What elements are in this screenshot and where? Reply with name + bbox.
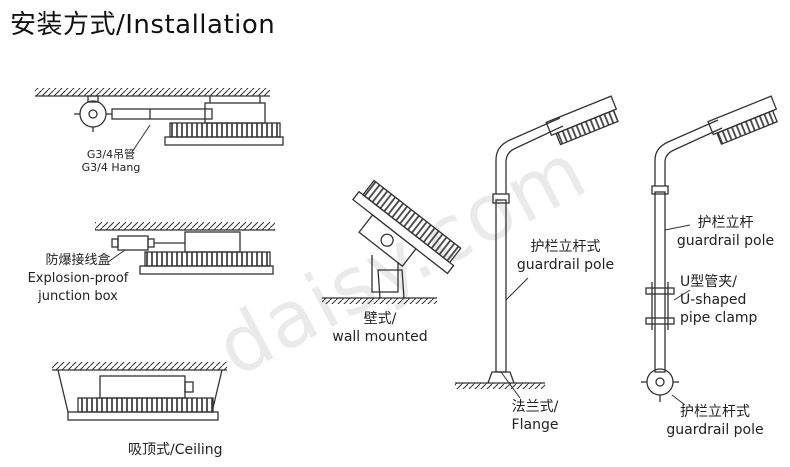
pole3-label-cn: 护栏立杆式 — [680, 404, 750, 420]
flange-pole-mount — [455, 95, 619, 399]
junction-label: 防爆接线盒 Explosion-proof junction box — [18, 252, 138, 306]
junction-box-mount — [95, 222, 275, 275]
ceiling-mount — [52, 362, 227, 421]
junction-label-en2: junction box — [38, 289, 118, 304]
pole2-label-en: guardrail pole — [676, 233, 775, 249]
flange-label: 法兰式/ Flange — [500, 398, 570, 434]
clamp-label-en2: pipe clamp — [680, 310, 758, 326]
wall-label-en: wall mounted — [332, 329, 428, 345]
clamp-label: U型管夹/ U-shaped pipe clamp — [680, 273, 757, 327]
pole-label-en: guardrail pole — [516, 257, 615, 273]
ceiling-label: 吸顶式/Ceiling — [128, 442, 223, 458]
flange-label-cn: 法兰式/ — [511, 399, 559, 415]
pole-label-cn: 护栏立杆式 — [530, 239, 601, 255]
hang-label-cn: G3/4吊管 — [86, 148, 136, 161]
junction-label-cn: 防爆接线盒 — [45, 253, 111, 268]
hang-label: G3/4吊管 G3/4 Hang — [66, 148, 156, 174]
hang-label-en: G3/4 Hang — [81, 161, 141, 174]
pole2-label-cn: 护栏立杆 — [697, 215, 754, 231]
u-clamp-pole-mount — [641, 95, 778, 406]
pole2-label: 护栏立杆 guardrail pole — [668, 214, 783, 250]
wall-label-cn: 壁式/ — [363, 311, 397, 327]
wall-label: 壁式/ wall mounted — [325, 310, 435, 346]
junction-label-en1: Explosion-proof — [27, 271, 129, 286]
pole-label: 护栏立杆式 guardrail pole — [508, 238, 623, 274]
clamp-label-cn: U型管夹/ — [680, 274, 737, 290]
flange-label-en: Flange — [511, 417, 559, 433]
pole3-label: 护栏立杆式 guardrail pole — [655, 403, 775, 439]
pole3-label-en: guardrail pole — [666, 422, 764, 438]
wall-mount — [322, 179, 462, 304]
page-title: 安装方式/Installation — [10, 10, 276, 40]
clamp-label-en1: U-shaped — [680, 292, 747, 308]
hang-mount — [35, 88, 284, 153]
